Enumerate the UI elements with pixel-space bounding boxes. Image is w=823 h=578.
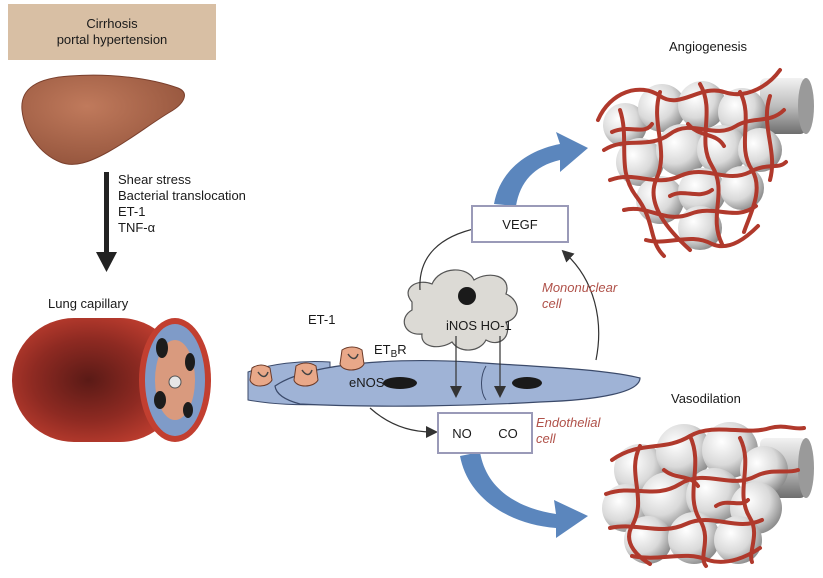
endothelial-cells — [247, 360, 641, 407]
factor-item: ET-1 — [118, 204, 146, 219]
endothelial-line-1: Endothelial — [536, 415, 601, 430]
vasodilation-label: Vasodilation — [671, 391, 741, 406]
etbr-prefix: ET — [374, 342, 391, 357]
angiogenesis-illustration — [596, 68, 814, 258]
inos-ho1-label: iNOS HO-1 — [446, 318, 512, 333]
etbr-subscript: B — [390, 349, 398, 360]
et1-label: ET-1 — [308, 312, 336, 327]
signal-arrows — [369, 223, 600, 438]
factor-item: Bacterial translocation — [118, 188, 246, 203]
enos-label: eNOS — [349, 375, 385, 390]
co-label: CO — [498, 425, 518, 441]
endothelial-line-2: cell — [536, 431, 556, 446]
condition-header: Cirrhosis portal hypertension — [8, 4, 216, 60]
factor-item: Shear stress — [118, 172, 191, 187]
blue-arrow-up — [494, 132, 588, 206]
liver-illustration — [21, 74, 185, 165]
etbr-label: ETBR — [374, 342, 407, 363]
down-arrow — [96, 172, 117, 272]
header-line-1: Cirrhosis — [86, 16, 138, 31]
factor-list: Shear stress Bacterial translocation ET-… — [118, 172, 246, 236]
etbr-receptors — [249, 346, 365, 387]
vegf-box: VEGF — [471, 205, 569, 243]
endothelial-cell-label: Endothelial cell — [536, 415, 600, 447]
blue-arrow-down — [460, 452, 588, 538]
mononuclear-line-1: Mononuclear — [542, 280, 618, 295]
header-line-2: portal hypertension — [56, 32, 168, 47]
angiogenesis-label: Angiogenesis — [669, 39, 748, 54]
mononuclear-line-2: cell — [542, 296, 562, 311]
factor-item: TNF-α — [118, 220, 156, 235]
mononuclear-cell-label: Mononuclear cell — [542, 280, 617, 312]
no-label: NO — [452, 425, 472, 441]
vasodilation-illustration — [602, 422, 814, 568]
lung-capillary-label: Lung capillary — [48, 296, 129, 311]
mononuclear-cell — [403, 269, 518, 351]
lung-capillary-illustration — [12, 318, 211, 442]
no-co-box: NO CO — [437, 412, 533, 454]
etbr-suffix: R — [397, 342, 407, 357]
vegf-label: VEGF — [502, 216, 538, 232]
